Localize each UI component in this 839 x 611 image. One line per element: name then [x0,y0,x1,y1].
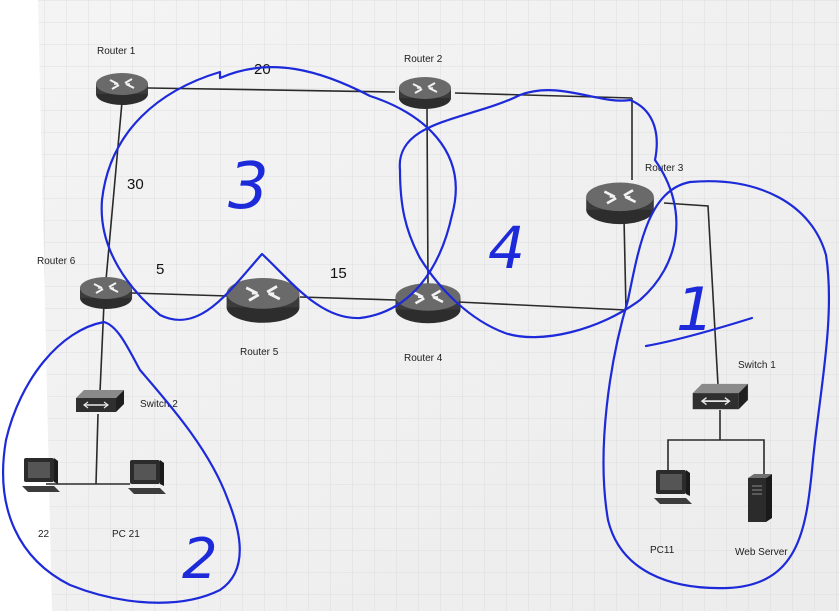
label-pc-21: PC 21 [112,529,140,540]
label-router-6: Router 6 [37,256,76,267]
link-bus-pc11-server [667,439,765,478]
handwritten-annotations: 3 4 1 2 [2,66,831,604]
cost-r1-r2: 20 [254,61,271,78]
links [46,87,765,485]
area-3-outline [100,66,457,321]
link-switch2-bus [95,413,99,485]
pc-21[interactable] [128,460,166,494]
label-router-5: Router 5 [240,347,279,358]
area-2-label: 2 [182,527,218,592]
label-router-4: Router 4 [404,353,443,364]
area-2-outline [2,320,241,604]
area-1-underline [644,316,754,348]
cost-r5-r4: 15 [330,265,347,282]
router-5[interactable] [225,276,301,325]
link-r3-switch1 [663,202,719,386]
link-r1-r2 [147,87,396,93]
router-1[interactable] [95,72,149,106]
link-r5-r4 [299,296,397,301]
router-6[interactable] [79,276,133,310]
cost-r6-r5: 5 [156,261,164,278]
router-4[interactable] [394,282,462,325]
link-costs: 20 30 5 15 [127,61,347,282]
area-1-label: 1 [676,275,714,345]
label-router-3: Router 3 [645,163,684,174]
label-switch-2: Switch 2 [140,399,178,410]
link-r6-r5 [131,292,229,297]
label-router-2: Router 2 [404,54,443,65]
label-web-server: Web Server [735,547,788,558]
link-r4-r3 [457,301,627,311]
area-1-outline [602,180,831,590]
pc-22[interactable] [22,458,60,492]
switch-1[interactable] [691,383,749,411]
link-r3-down [623,217,627,311]
label-switch-1: Switch 1 [738,360,776,371]
link-r6-switch2 [99,302,105,393]
label-router-1: Router 1 [97,46,136,57]
label-pc-22: 22 [38,529,50,540]
device-labels: Router 1 Router 2 Router 3 Router 6 Rout… [37,46,788,558]
web-server[interactable] [747,473,773,523]
area-3-label: 3 [228,150,269,224]
area-4-label: 4 [488,214,525,282]
area-4-outline [398,89,678,339]
cost-r1-r6: 30 [127,176,144,193]
pc-11[interactable] [654,470,692,504]
link-r1-r6 [105,101,123,281]
switch-2[interactable] [75,389,125,413]
label-pc-11: PC11 [650,545,675,556]
router-3[interactable] [584,181,656,226]
router-2[interactable] [398,76,452,110]
link-r2-r3 [454,92,633,99]
link-r2-r4 [426,107,429,287]
